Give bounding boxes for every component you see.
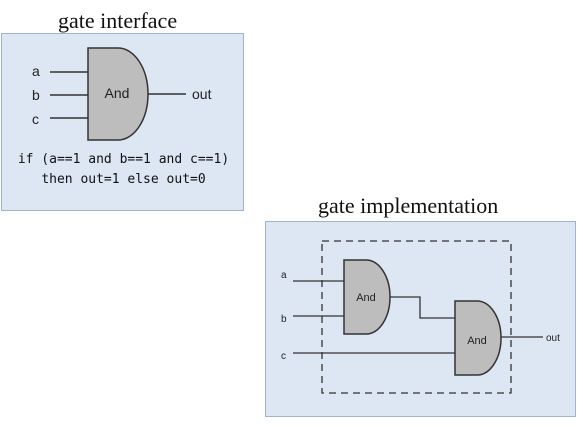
implementation-input-a-label: a [281, 270, 287, 281]
implementation-output-label: out [546, 333, 560, 344]
interface-title: gate interface [58, 8, 178, 33]
implementation-gate-1: And [343, 259, 391, 335]
interface-input-c-label: c [32, 111, 39, 127]
interface-gate: And [87, 47, 149, 141]
implementation-title: gate implementation [318, 193, 499, 218]
internal-wire [390, 296, 455, 319]
interface-input-b-label: b [32, 87, 40, 103]
interface-input-a-label: a [32, 63, 40, 79]
implementation-gate-2-label: And [467, 335, 487, 347]
interface-code-line-2: then out=1 else out=0 [41, 172, 206, 187]
implementation-gate-2: And [454, 300, 502, 376]
interface-output-label: out [192, 86, 212, 102]
implementation-input-b-label: b [281, 314, 287, 325]
implementation-panel [265, 221, 576, 417]
interface-code-line-1: if (a==1 and b==1 and c==1) [17, 152, 230, 167]
interface-gate-label: And [105, 85, 130, 101]
implementation-boundary [321, 240, 512, 394]
implementation-input-c-label: c [281, 351, 286, 362]
implementation-gate-1-label: And [356, 292, 376, 304]
